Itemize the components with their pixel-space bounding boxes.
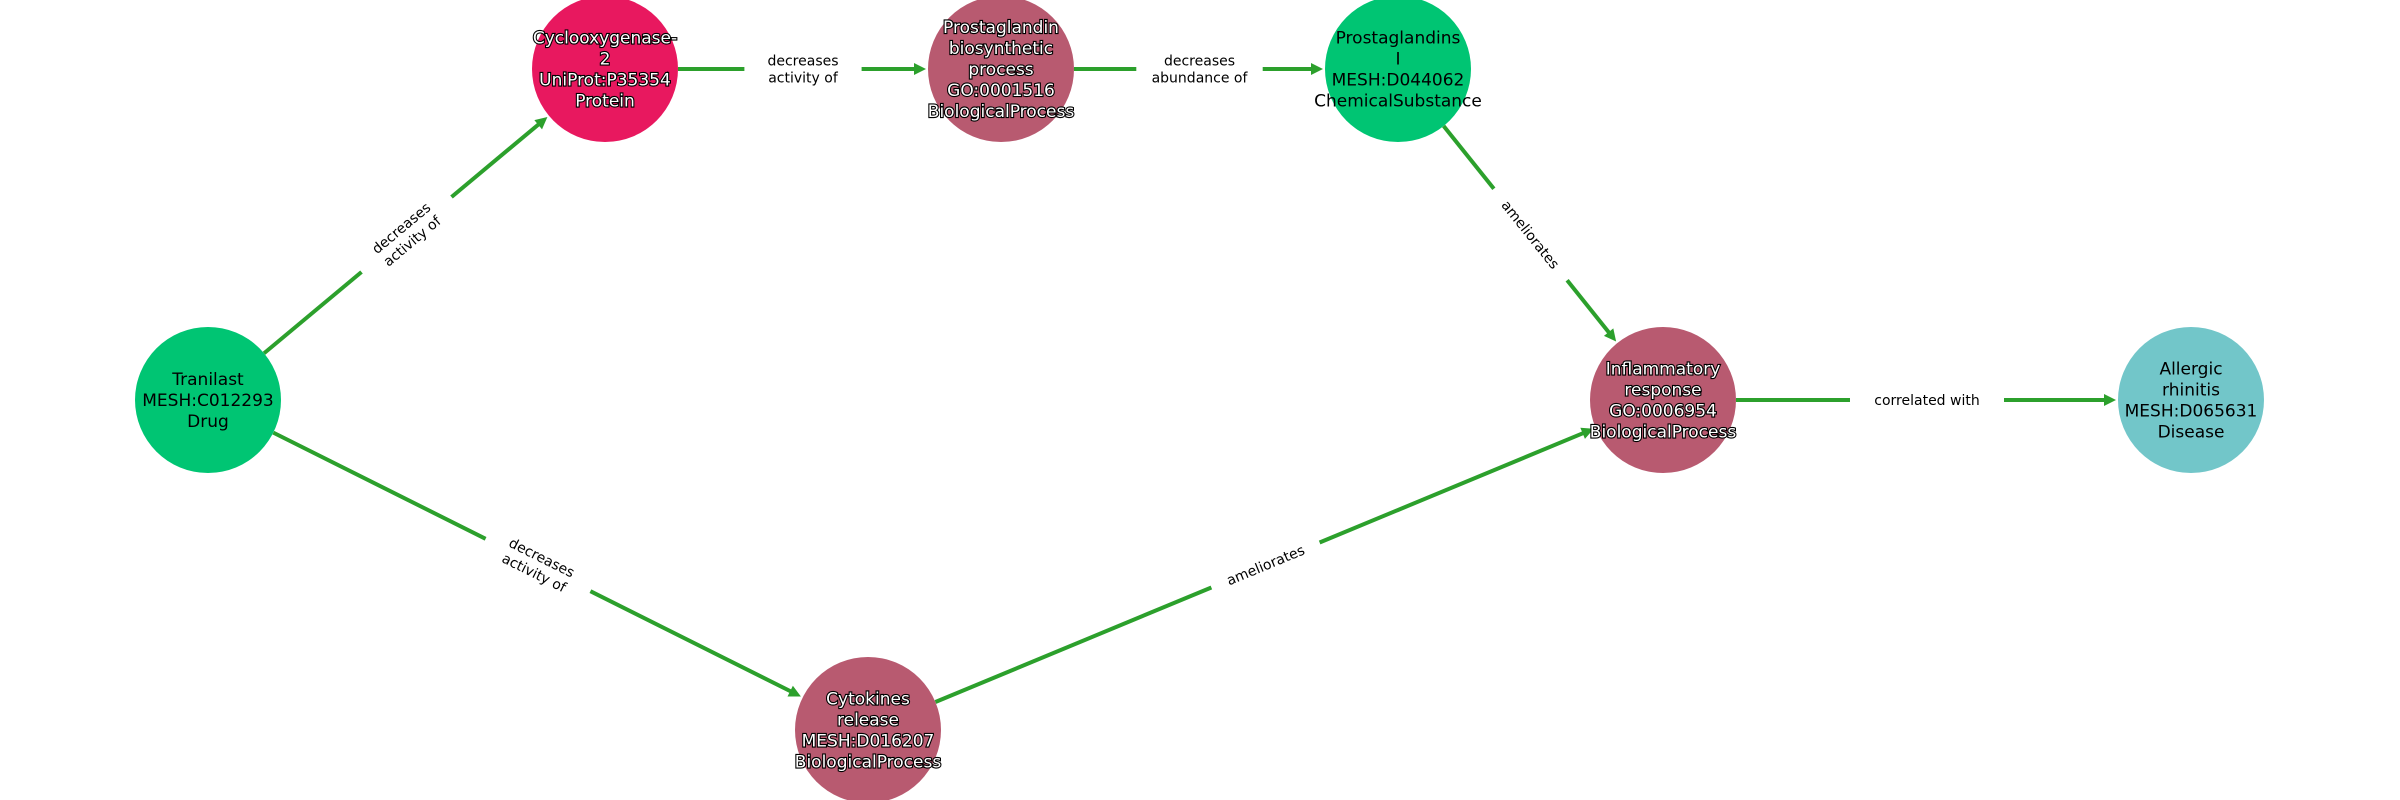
node-label-line: Disease bbox=[2158, 423, 2225, 443]
edge-label: ameliorates bbox=[1498, 198, 1562, 273]
node-label-line: MESH:D016207 bbox=[802, 732, 935, 752]
edge-line bbox=[589, 589, 795, 695]
edge-line bbox=[262, 270, 363, 355]
node-label-line: BiologicalProcess bbox=[928, 102, 1075, 122]
node-circle[interactable] bbox=[928, 0, 1074, 142]
edge-label-line: abundance of bbox=[1152, 71, 1249, 87]
edge-cytokines-inflam: ameliorates bbox=[934, 427, 1594, 704]
node-label-line: MESH:D065631 bbox=[2125, 402, 2258, 422]
edge-label-line: ameliorates bbox=[1498, 198, 1562, 273]
node-label-line: release bbox=[837, 711, 899, 731]
node-circle[interactable] bbox=[2118, 327, 2264, 473]
edge-label-line: activity of bbox=[768, 71, 839, 87]
node-label-line: process bbox=[968, 60, 1033, 80]
edge-tranilast-cytokines: decreasesactivity of bbox=[272, 430, 801, 697]
node-label-line: Protein bbox=[575, 92, 635, 112]
edge-line bbox=[1442, 124, 1496, 191]
arrowhead-icon bbox=[914, 63, 926, 75]
node-label-line: MESH:C012293 bbox=[142, 391, 273, 411]
edge-line bbox=[450, 120, 543, 199]
node-label-line: I bbox=[1395, 50, 1400, 70]
node-label-line: Inflammatory bbox=[1606, 360, 1721, 380]
edge-label-line: ameliorates bbox=[1225, 543, 1308, 590]
node-circle[interactable] bbox=[135, 327, 281, 473]
node-circle[interactable] bbox=[532, 0, 678, 142]
node-circle[interactable] bbox=[795, 657, 941, 800]
edge-label-line: decreases bbox=[1164, 54, 1235, 70]
node-label-line: biosynthetic bbox=[949, 39, 1053, 59]
node-label-line: Allergic bbox=[2159, 360, 2222, 380]
arrowhead-icon bbox=[1311, 63, 1323, 75]
edge-label-line: correlated with bbox=[1874, 393, 1979, 409]
edge-label: decreasesactivity of bbox=[498, 535, 577, 596]
node-label-line: BiologicalProcess bbox=[1590, 423, 1737, 443]
node-label-line: Prostaglandins bbox=[1336, 29, 1461, 49]
node-label-line: Cytokines bbox=[826, 690, 910, 710]
edge-line bbox=[1565, 278, 1613, 337]
edge-line bbox=[272, 430, 487, 541]
node-label-line: MESH:D044062 bbox=[1332, 71, 1465, 91]
arrowhead-icon bbox=[2104, 394, 2116, 406]
node-label-line: Tranilast bbox=[171, 370, 244, 390]
arrowhead-icon bbox=[1603, 328, 1617, 342]
node-circle[interactable] bbox=[1590, 327, 1736, 473]
node-label-line: response bbox=[1624, 381, 1701, 401]
edge-tranilast-cox2: decreasesactivity of bbox=[262, 117, 548, 355]
edge-inflam-allergic: correlated with bbox=[1736, 393, 2116, 409]
node-label-line: rhinitis bbox=[2162, 381, 2220, 401]
arrowhead-icon bbox=[534, 117, 548, 130]
node-label-line: GO:0001516 bbox=[947, 81, 1055, 101]
edge-label: decreasesactivity of bbox=[369, 200, 445, 271]
node-circle[interactable] bbox=[1325, 0, 1471, 142]
edge-label: correlated with bbox=[1874, 393, 1979, 409]
node-label-line: Drug bbox=[187, 412, 229, 432]
node-label-line: Prostaglandin bbox=[943, 18, 1059, 38]
arrowhead-icon bbox=[1580, 427, 1594, 439]
node-label-line: UniProt:P35354 bbox=[539, 71, 671, 91]
node-label-line: BiologicalProcess bbox=[795, 753, 942, 773]
edge-label: ameliorates bbox=[1225, 543, 1308, 590]
edge-line bbox=[1318, 429, 1588, 545]
node-label-line: ChemicalSubstance bbox=[1314, 92, 1482, 112]
edge-label-line: decreases bbox=[767, 54, 838, 70]
node-label-line: Cyclooxygenase- bbox=[533, 29, 677, 49]
node-label-line: 2 bbox=[600, 50, 611, 70]
node-label-line: GO:0006954 bbox=[1609, 402, 1717, 422]
edge-pgi-inflam: ameliorates bbox=[1442, 124, 1617, 342]
edge-line bbox=[934, 585, 1213, 704]
arrowhead-icon bbox=[787, 685, 801, 697]
